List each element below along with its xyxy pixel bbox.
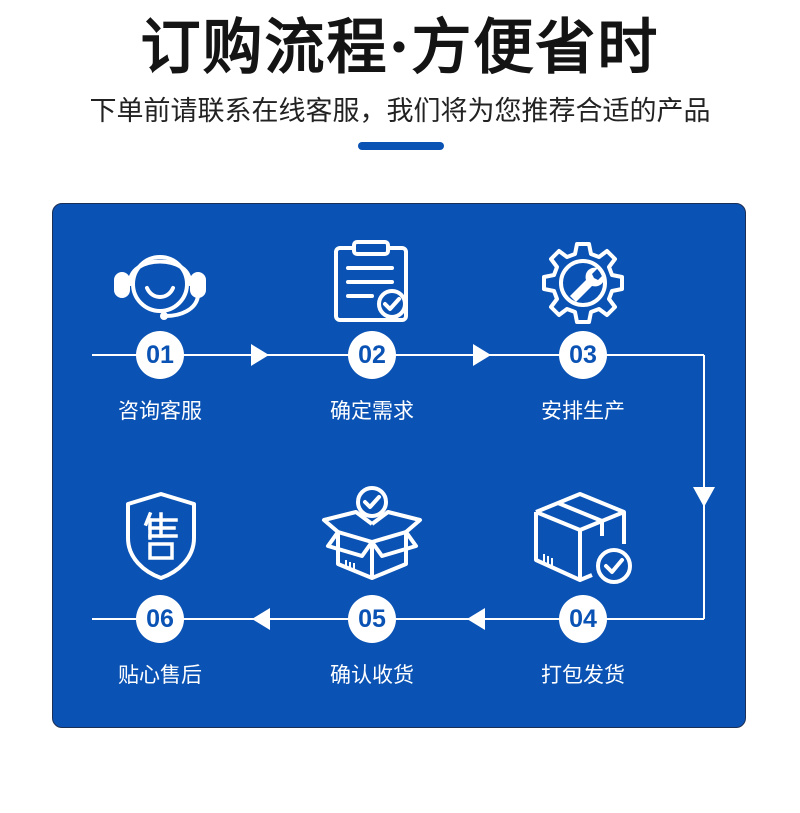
page-subtitle: 下单前请联系在线客服，我们将为您推荐合适的产品 [89, 96, 711, 127]
step-number-badge: 02 [348, 331, 396, 379]
open-box-check-icon [322, 486, 422, 580]
step-label: 贴心售后 [118, 663, 202, 687]
page-title: 订购流程·方便省时 [140, 13, 660, 83]
customer-service-headset-icon [114, 255, 206, 320]
arrow-right-icon [251, 344, 269, 366]
step-number-badge: 01 [136, 331, 184, 379]
gear-wrench-icon [542, 242, 624, 324]
step-label: 确定需求 [330, 399, 414, 423]
arrow-left-icon [252, 608, 270, 630]
step-number-badge: 04 [559, 595, 607, 643]
arrow-down-icon [693, 487, 715, 507]
arrow-right-icon [473, 344, 491, 366]
step-number-badge: 05 [348, 595, 396, 643]
shield-sale-icon [126, 492, 196, 580]
step-label: 确认收货 [330, 663, 414, 687]
step-number-badge: 03 [559, 331, 607, 379]
step-label: 安排生产 [541, 399, 625, 423]
step-label: 打包发货 [541, 663, 625, 687]
title-divider [358, 142, 444, 150]
step-number-badge: 06 [136, 595, 184, 643]
arrow-left-icon [467, 608, 485, 630]
step-label: 咨询客服 [118, 399, 202, 423]
clipboard-check-icon [334, 240, 408, 322]
package-check-icon [534, 492, 632, 584]
